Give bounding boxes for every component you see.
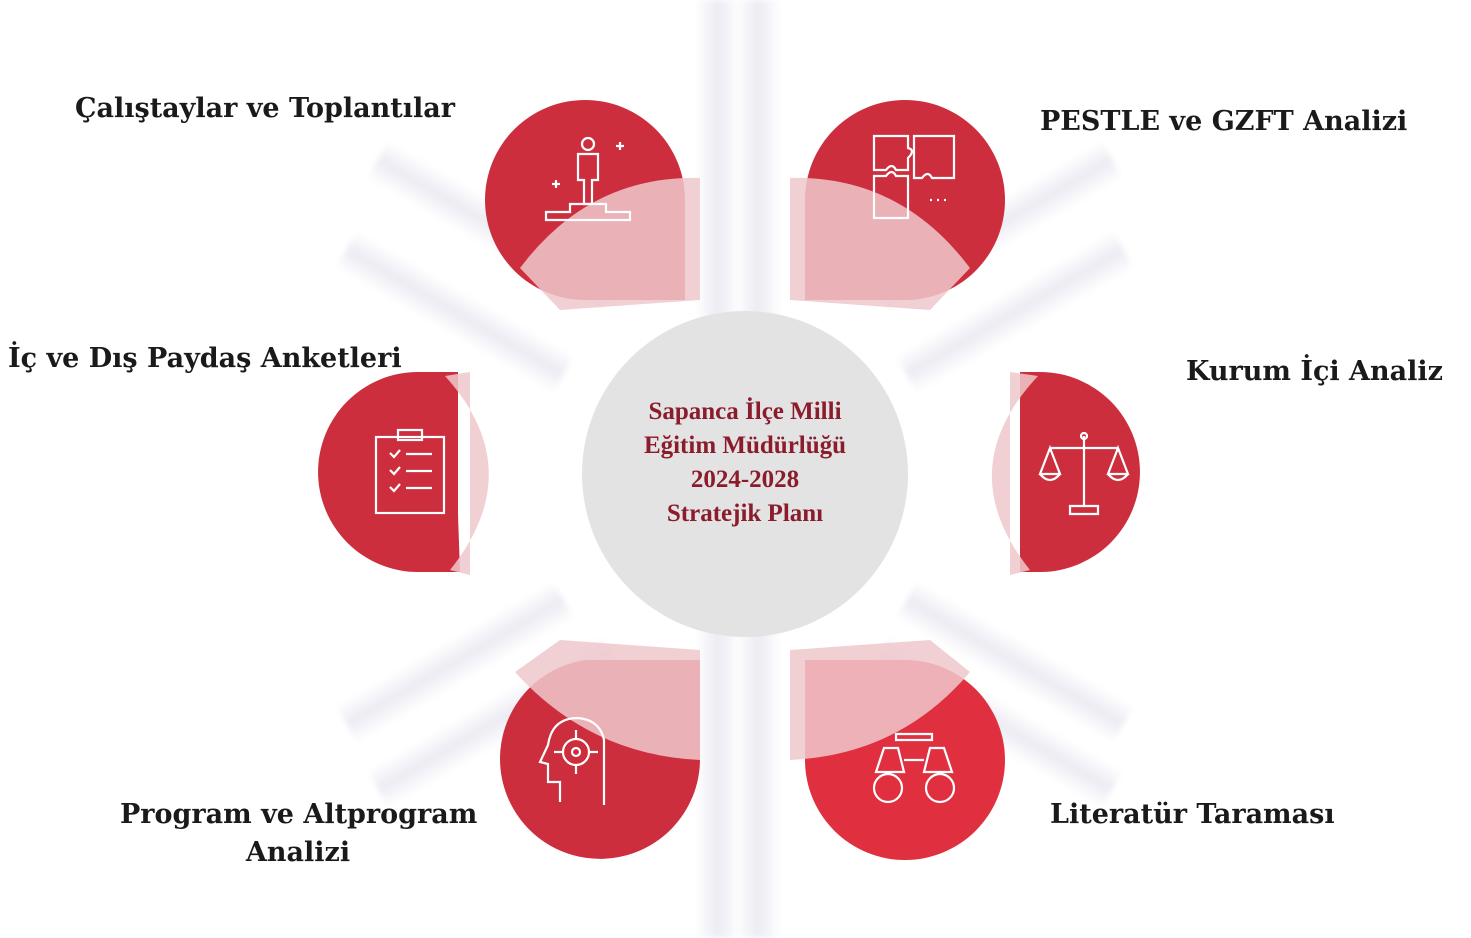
center-title-line-3: 2024-2028 (690, 466, 800, 493)
label-program-analysis: Program ve Altprogram Analizi (120, 796, 478, 872)
label-pestle-swot: PESTLE ve GZFT Analizi (1040, 106, 1408, 137)
node-stakeholder-surveys (318, 372, 489, 575)
label-program-analysis-line-1: Program ve Altprogram (120, 799, 478, 830)
puzzle-icon (872, 134, 956, 220)
center-circle (582, 311, 908, 637)
node-literature-review (790, 640, 1005, 860)
label-internal-analysis: Kurum İçi Analiz (1186, 356, 1443, 387)
label-stakeholder-surveys: İç ve Dış Paydaş Anketleri (8, 343, 402, 374)
center-title-line-4: Stratejik Planı (666, 500, 824, 527)
center-title: Sapanca İlçe Milli Eğitim Müdürlüğü 2024… (585, 395, 905, 531)
node-pestle-swot (790, 100, 1005, 310)
node-program-analysis (500, 640, 700, 859)
binoculars-icon (872, 732, 956, 804)
node-internal-analysis (991, 372, 1140, 575)
label-workshops: Çalıştaylar ve Toplantılar (75, 93, 455, 124)
label-literature-review: Literatür Taraması (1050, 799, 1335, 830)
node-workshops (485, 100, 700, 310)
head-target-icon (538, 716, 606, 805)
label-program-analysis-line-2: Analizi (245, 837, 351, 868)
balance-scale-icon (1038, 431, 1130, 516)
person-on-podium-icon (544, 136, 632, 222)
center-title-line-2: Eğitim Müdürlüğü (643, 432, 847, 459)
clipboard-checklist-icon (374, 428, 446, 515)
center-title-line-1: Sapanca İlçe Milli (648, 398, 842, 425)
